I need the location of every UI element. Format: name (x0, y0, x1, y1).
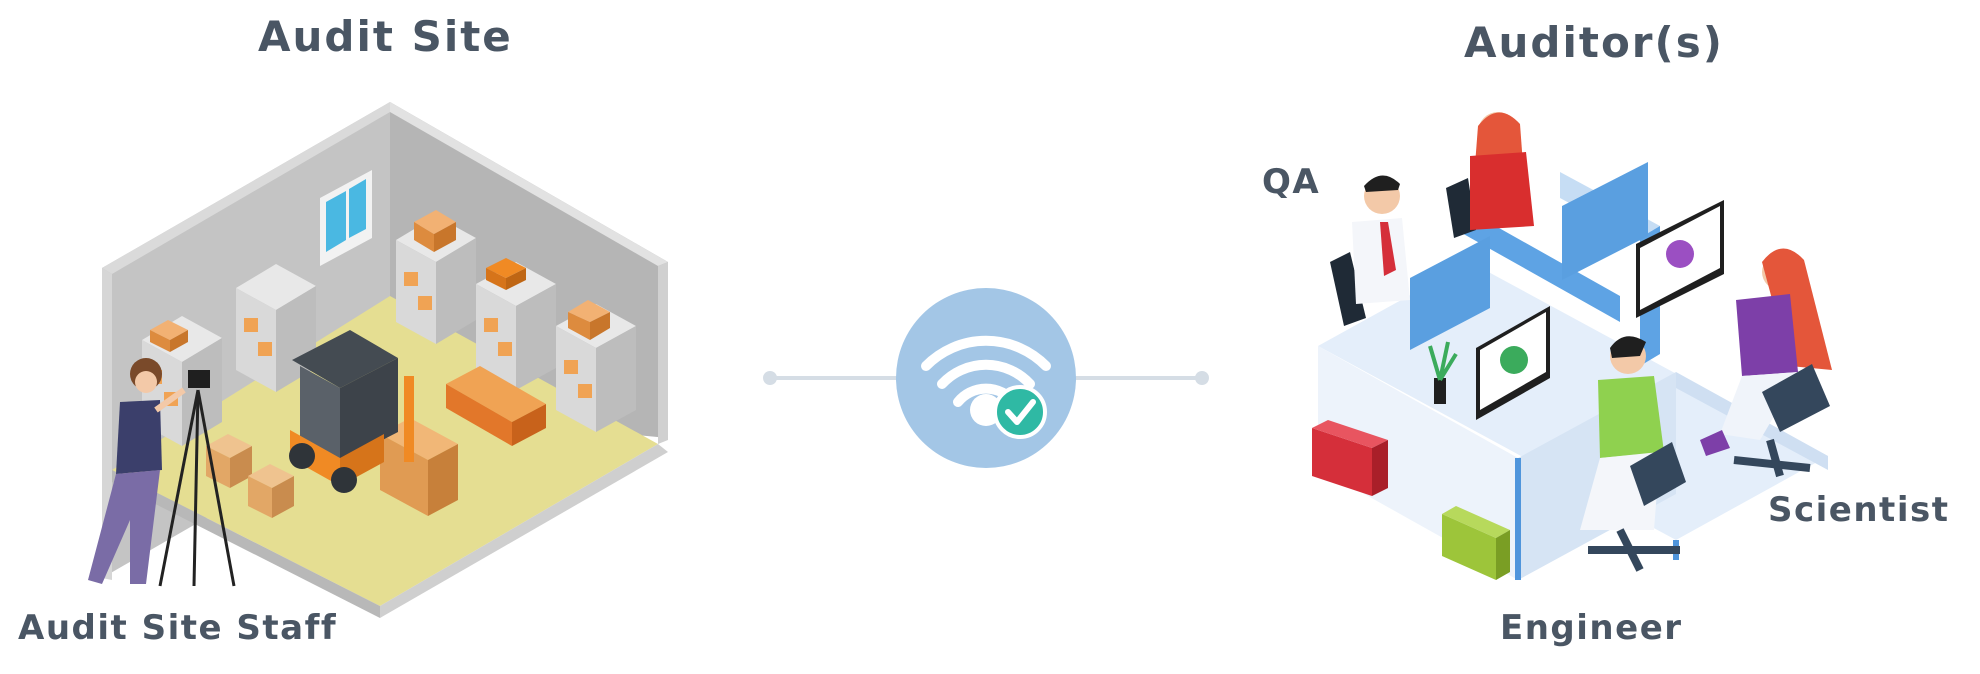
audit-site-title: Audit Site (258, 12, 513, 61)
qa-label: QA (1262, 162, 1321, 202)
cardboard-box (414, 210, 456, 252)
office-chair (1733, 364, 1830, 478)
red-briefcase (1312, 420, 1388, 496)
office-chair (1588, 442, 1686, 572)
cardboard-box (150, 320, 188, 352)
cardboard-box (486, 258, 526, 290)
scientist-label: Scientist (1768, 490, 1950, 530)
audit-site-staff-label: Audit Site Staff (18, 608, 338, 648)
engineer-label: Engineer (1500, 608, 1683, 648)
auditors-title: Auditor(s) (1464, 18, 1724, 67)
connector-endpoint-right (1195, 371, 1209, 385)
red-shirt-person (1446, 112, 1534, 238)
long-crate (446, 366, 546, 446)
plant (1428, 341, 1458, 404)
qa-person (1330, 175, 1410, 326)
floor-boxes (206, 418, 458, 518)
window (320, 170, 372, 266)
wifi-check-icon (896, 288, 1076, 468)
cardboard-box (568, 300, 610, 340)
connector-endpoint-left (763, 371, 777, 385)
warehouse-room-illustration (88, 102, 668, 618)
scientist-person (1700, 248, 1832, 478)
auditors-office-illustration (1312, 112, 1832, 580)
staff-person-with-tripod (88, 358, 236, 587)
monitor (1410, 236, 1550, 420)
green-briefcase (1442, 506, 1510, 580)
engineer-person (1580, 336, 1686, 572)
monitor (1562, 162, 1724, 318)
forklift (289, 330, 414, 493)
check-badge-icon (993, 385, 1047, 439)
